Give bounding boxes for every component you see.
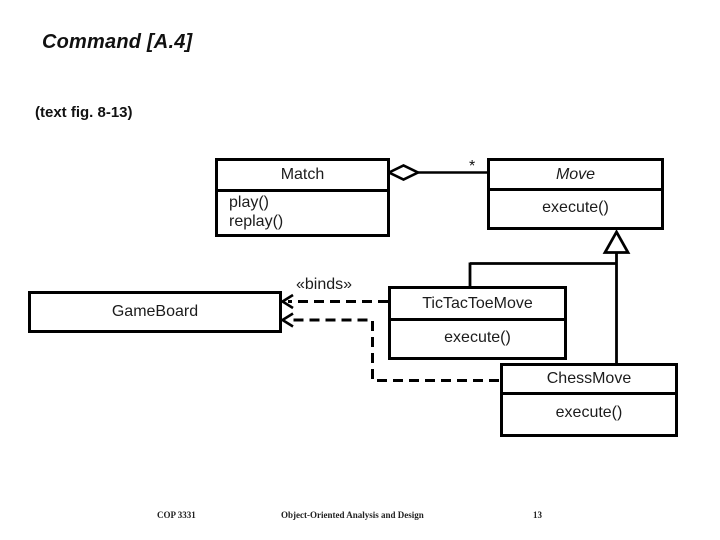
class-method: replay() [229, 213, 284, 230]
dependency-tictactoe-connector [280, 293, 388, 310]
inheritance-triangle-icon [602, 229, 631, 254]
page-title: Command [A.4] [42, 31, 193, 53]
dependency-chess-connector [280, 312, 499, 382]
class-name: Match [218, 161, 387, 192]
class-box-tictactoemove: TicTacToeMove execute() [388, 286, 567, 360]
multiplicity-label: * [469, 158, 476, 175]
class-name: TicTacToeMove [391, 289, 564, 321]
aggregation-connector [386, 164, 488, 181]
class-method: execute() [555, 404, 623, 421]
inheritance-connector [468, 229, 631, 364]
class-box-gameboard: GameBoard [28, 291, 282, 333]
footer-course: COP 3331 [157, 510, 196, 520]
class-method: play() [229, 194, 270, 211]
class-box-move: Move execute() [487, 158, 664, 230]
class-name: GameBoard [111, 303, 199, 320]
figure-reference: (text fig. 8-13) [35, 104, 133, 121]
class-method: execute() [444, 328, 511, 346]
class-name: ChessMove [503, 366, 675, 395]
dependency-arrowhead-icon [280, 293, 294, 310]
slide-footer: COP 3331 Object-Oriented Analysis and De… [0, 510, 720, 524]
aggregation-diamond-icon [386, 164, 421, 181]
footer-title: Object-Oriented Analysis and Design [281, 510, 424, 520]
binds-stereotype-label: «binds» [296, 276, 353, 293]
dependency-arrowhead-icon [280, 312, 294, 328]
class-method: execute() [542, 198, 609, 216]
class-box-match: Match play() replay() [215, 158, 390, 237]
class-box-chessmove: ChessMove execute() [500, 363, 678, 437]
footer-page-number: 13 [533, 510, 542, 520]
class-name: Move [490, 161, 661, 191]
